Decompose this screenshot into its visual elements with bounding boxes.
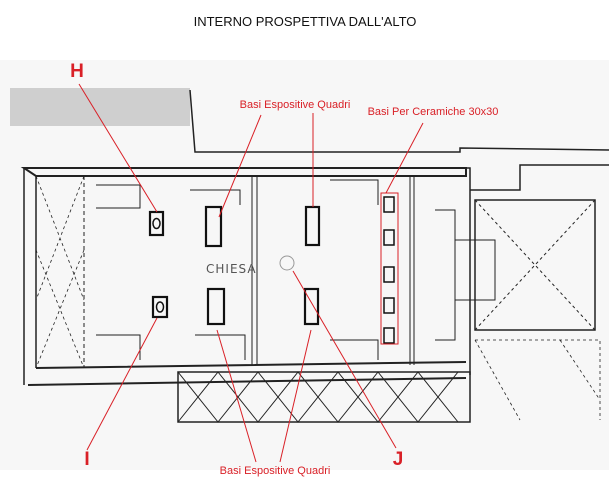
- marker-j: [279, 255, 295, 271]
- plan-walls: [10, 88, 609, 423]
- label-i: I: [84, 449, 90, 470]
- label-quadri-bottom: Basi Espositive Quadri: [219, 465, 331, 477]
- plan-background: [0, 60, 609, 470]
- label-quadri-top: Basi Espositive Quadri: [239, 99, 351, 111]
- annotation-leaders: [78, 83, 424, 463]
- base-i: [151, 295, 169, 319]
- quadri-base-4: [303, 287, 320, 326]
- label-j: J: [392, 449, 404, 470]
- diagram-title: INTERNO PROSPETTIVA DALL'ALTO: [193, 14, 417, 29]
- label-ceramiche: Basi Per Ceramiche 30x30: [367, 106, 499, 118]
- quadri-base-2: [206, 287, 226, 326]
- room-label: CHIESA: [206, 262, 257, 276]
- quadri-base-1: [204, 205, 223, 248]
- label-h: H: [70, 61, 84, 82]
